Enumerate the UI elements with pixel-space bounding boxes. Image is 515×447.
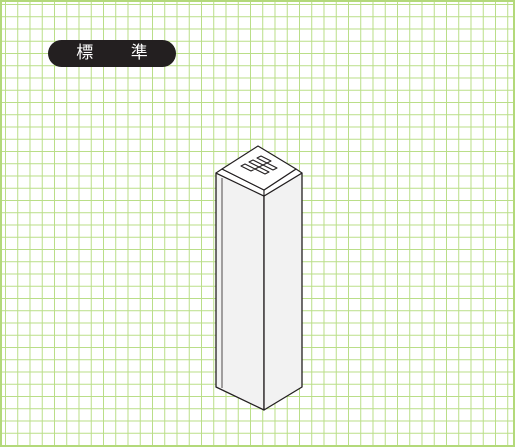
title-badge: 標 準 — [48, 40, 176, 67]
cross-icon — [240, 155, 278, 175]
pillar-left-face — [215, 172, 265, 411]
title-label: 標 準 — [76, 43, 164, 63]
pillar-right-face — [263, 172, 303, 411]
